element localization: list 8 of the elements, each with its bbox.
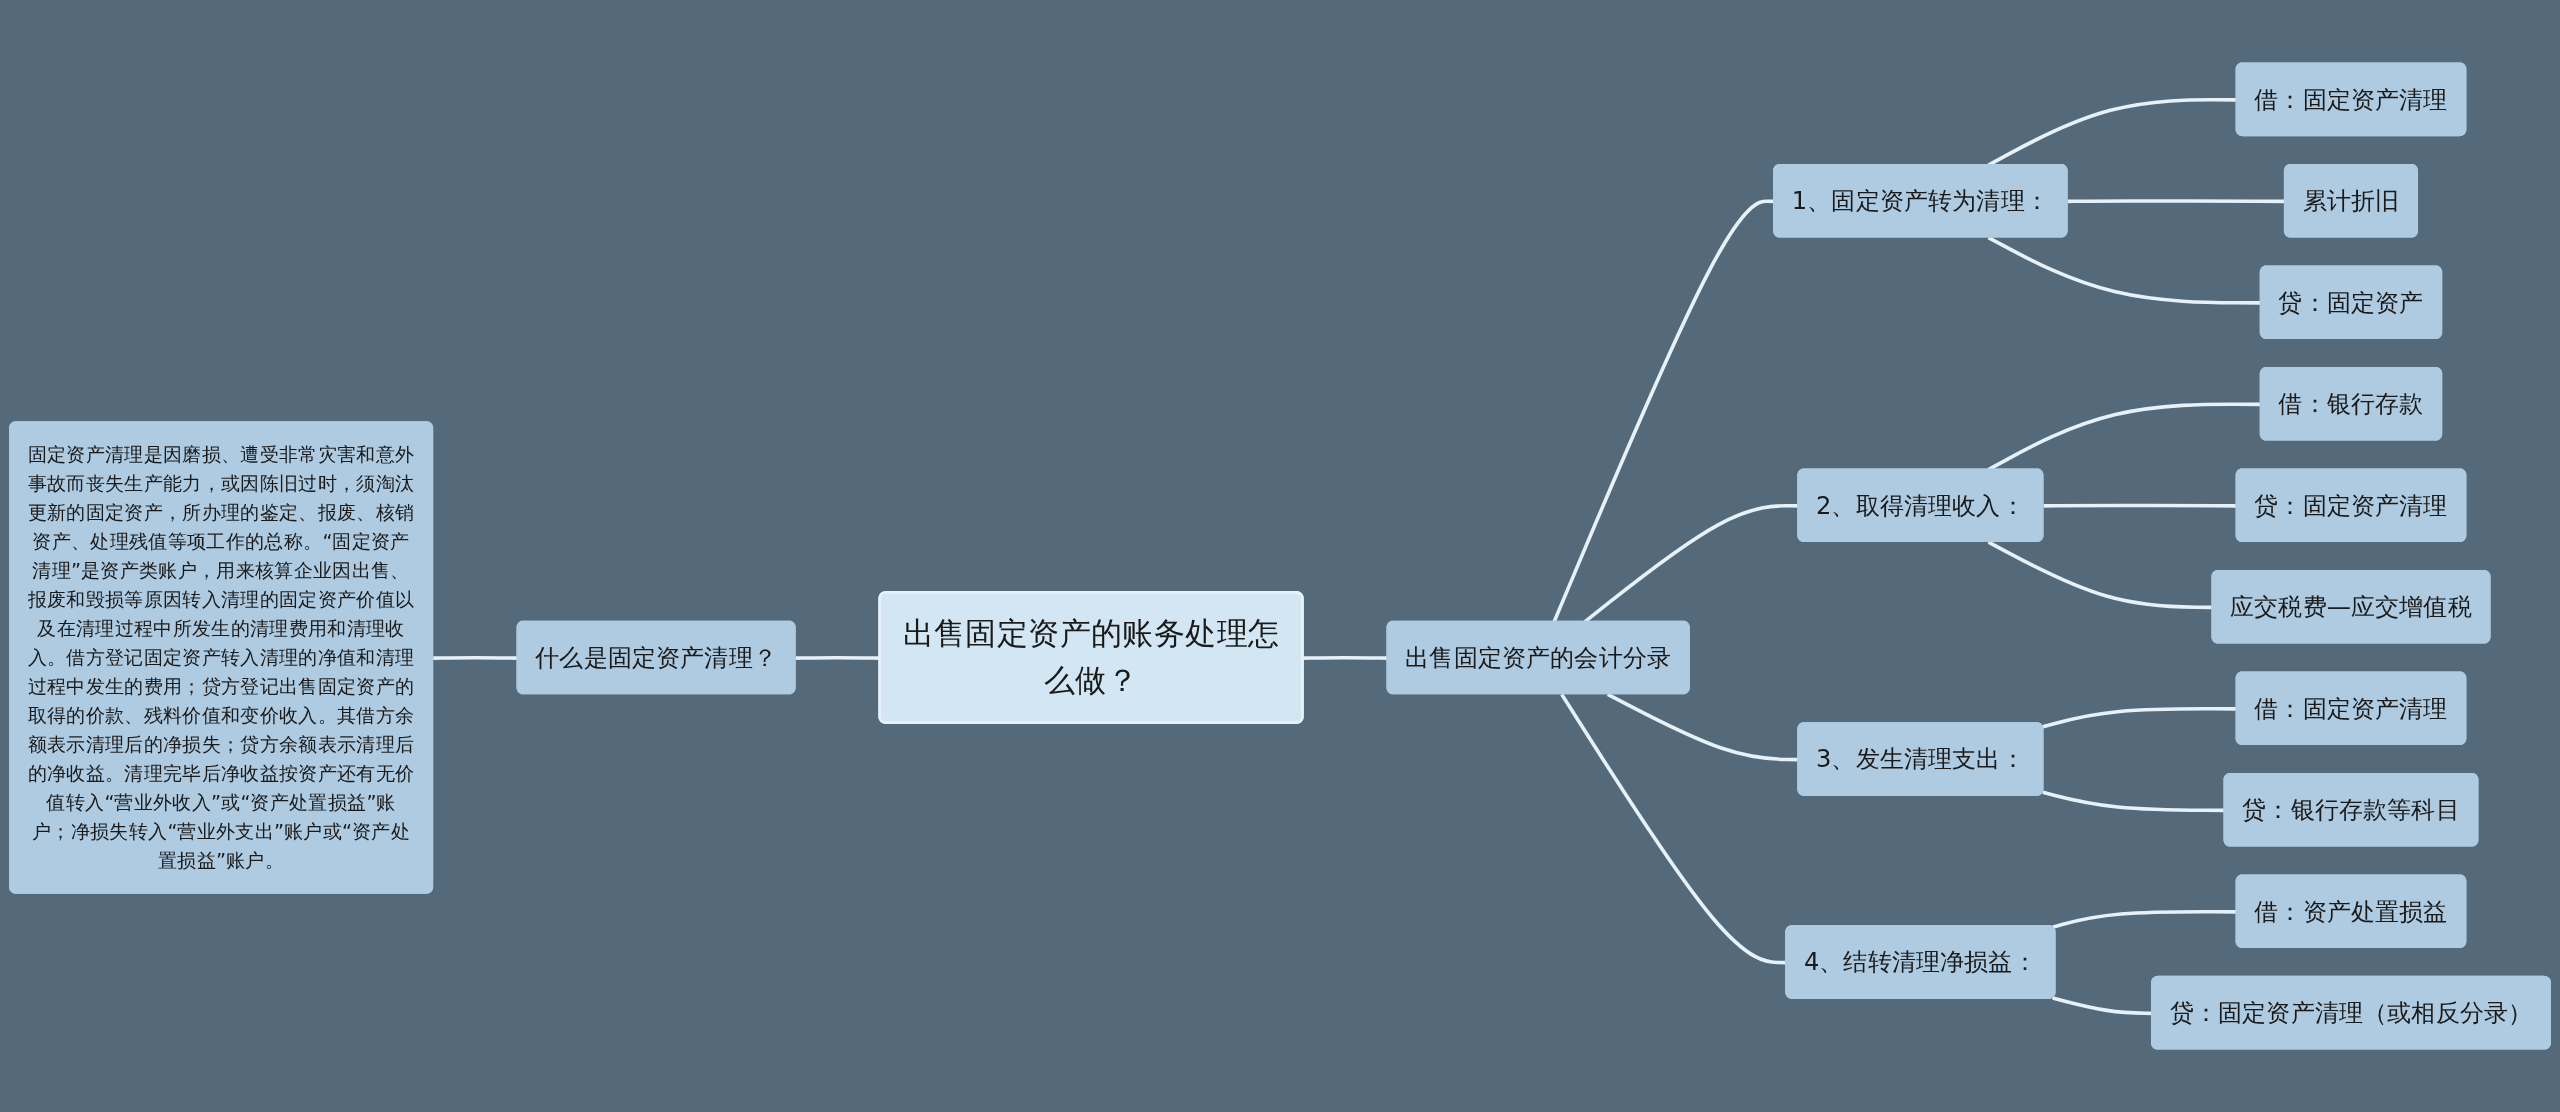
connector (433, 655, 518, 660)
connector (2052, 909, 2237, 929)
connector (1303, 655, 1388, 660)
connector (2042, 706, 2237, 729)
connector (2042, 790, 2225, 813)
connector (1987, 236, 2261, 305)
connector (1987, 540, 2213, 610)
connector (2043, 503, 2237, 508)
